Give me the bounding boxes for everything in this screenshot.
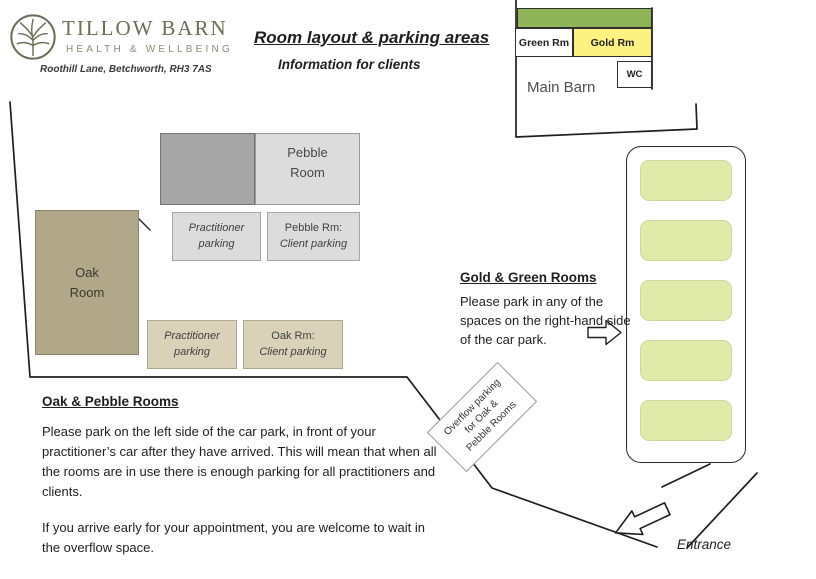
- gold-green-heading: Gold & Green Rooms: [460, 270, 597, 285]
- brand-tagline: HEALTH & WELLBEING: [66, 44, 233, 55]
- parking-space: [640, 400, 732, 441]
- pebble-client-parking: Pebble Rm: Client parking: [267, 212, 360, 261]
- pebble-client-label: Client parking: [279, 237, 348, 250]
- car-park-outline: [626, 146, 746, 463]
- pebble-room-label: Pebble Room: [287, 145, 328, 180]
- practitioner-parking-label: Practitioner parking: [164, 329, 220, 358]
- brand-address: Roothill Lane, Betchworth, RH3 7AS: [40, 64, 212, 75]
- page-title: Room layout & parking areas: [254, 28, 490, 47]
- oak-pebble-note: Oak & Pebble Rooms Please park on the le…: [42, 394, 444, 558]
- practitioner-building: [160, 133, 255, 205]
- practitioner-parking-oak: Practitioner parking: [147, 320, 237, 369]
- parking-space: [640, 340, 732, 381]
- parking-space: [640, 160, 732, 201]
- main-barn-label: Main Barn: [527, 79, 596, 96]
- gold-green-body: Please park in any of the spaces on the …: [460, 294, 631, 348]
- main-barn-green-strip: [517, 8, 652, 28]
- pebble-client-room: Pebble Rm:: [284, 221, 343, 234]
- tree-logo-icon: [10, 14, 56, 60]
- parking-space: [640, 280, 732, 321]
- wc-box: WC: [617, 61, 652, 88]
- pebble-room: Pebble Room: [255, 133, 360, 205]
- car-park-entrance-edge: [661, 463, 711, 488]
- page-subtitle: Information for clients: [278, 57, 421, 72]
- oak-pebble-heading: Oak & Pebble Rooms: [42, 394, 179, 409]
- practitioner-parking-label: Practitioner parking: [188, 221, 245, 250]
- oak-room-door-line: [138, 218, 151, 231]
- brand-name: TILLOW BARN: [62, 16, 228, 40]
- oak-room-label: Oak Room: [69, 265, 105, 300]
- oak-room: Oak Room: [35, 210, 139, 355]
- oak-client-label: Client parking: [259, 345, 327, 358]
- oak-pebble-paragraph-1: Please park on the left side of the car …: [42, 424, 437, 500]
- parking-space: [640, 220, 732, 261]
- entrance-label: Entrance: [677, 537, 732, 552]
- oak-client-parking: Oak Rm: Client parking: [243, 320, 343, 369]
- practitioner-parking-pebble: Practitioner parking: [172, 212, 261, 261]
- entrance-arrow-icon: [614, 502, 671, 536]
- oak-pebble-paragraph-2: If you arrive early for your appointment…: [42, 519, 425, 555]
- green-room-box: Green Rm: [515, 28, 573, 57]
- oak-client-room: Oak Rm:: [271, 329, 315, 342]
- gold-room-box: Gold Rm: [573, 28, 652, 57]
- gold-green-note: Gold & Green Rooms Please park in any of…: [460, 270, 632, 350]
